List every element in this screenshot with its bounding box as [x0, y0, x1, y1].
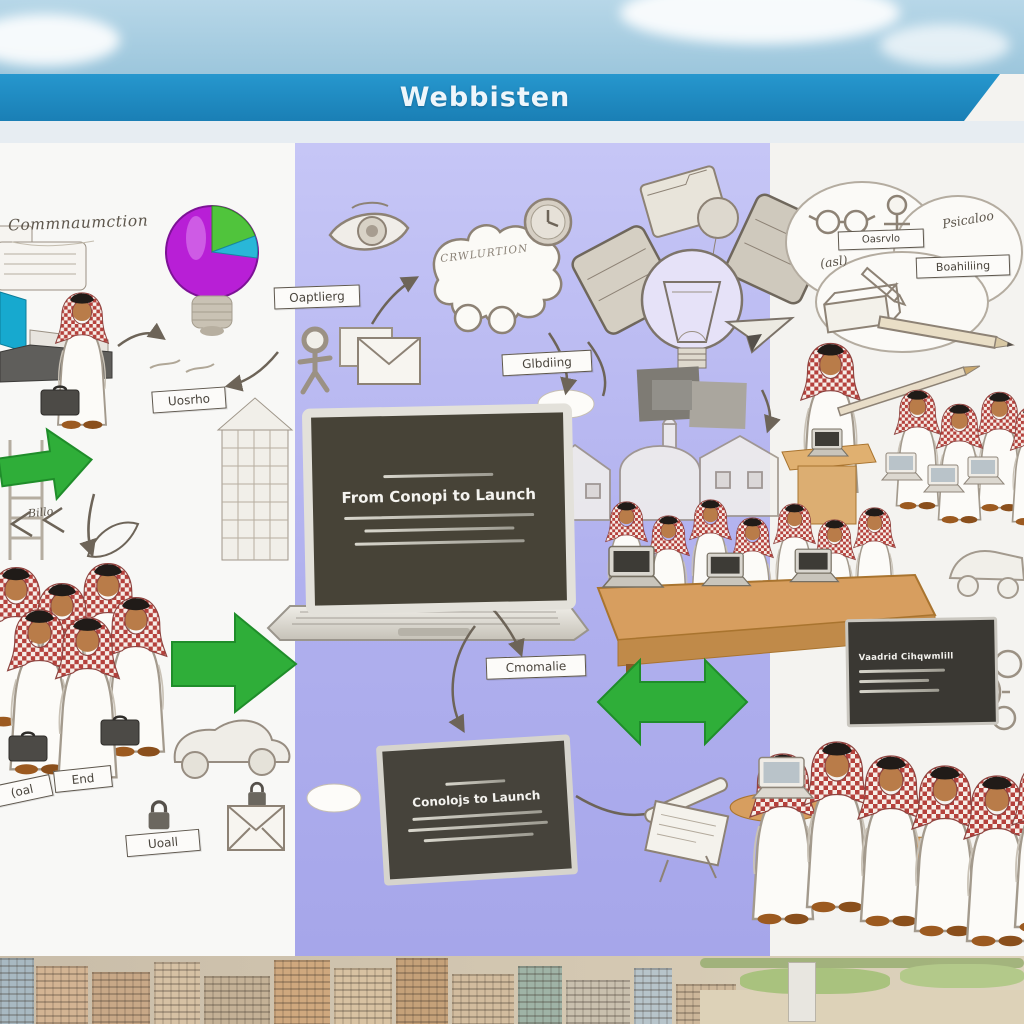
city-building	[92, 972, 150, 1024]
city-building	[566, 980, 630, 1024]
label-oaptlierg: Oaptlierg	[273, 284, 361, 310]
label-oasrvlo: Oasrvlo	[837, 228, 925, 251]
city-building	[518, 966, 562, 1024]
screen-line	[445, 779, 506, 786]
screen-line	[859, 678, 930, 684]
city-skyline-photo	[0, 956, 1024, 1024]
screen-line	[858, 668, 945, 674]
city-building	[634, 968, 672, 1024]
tree-line	[700, 958, 1024, 968]
screen-line	[423, 832, 534, 843]
screen-line	[383, 472, 494, 479]
panel-title: Vaadrid Cihqwmlill	[858, 651, 954, 664]
city-building	[154, 962, 200, 1024]
label-glbdiing: Glbdiing	[501, 349, 593, 377]
city-building	[0, 958, 34, 1024]
label-billo: Billo	[27, 504, 54, 521]
banner-title: Webbisten	[399, 82, 571, 113]
title-banner: Webbisten	[0, 74, 1000, 121]
sand-ground	[700, 990, 1024, 1024]
city-building	[334, 968, 392, 1024]
label-boahiliing: Boahiliing	[915, 254, 1011, 279]
city-building	[396, 958, 448, 1024]
screen-line	[859, 688, 940, 694]
screen-line	[364, 526, 515, 533]
presentation-board: Conolojs to Launch	[375, 734, 579, 886]
cloud-icon	[620, 0, 900, 44]
laptop-screen: From Conopi to Launch	[301, 403, 577, 615]
white-tower	[788, 962, 816, 1022]
city-building	[204, 976, 270, 1024]
city-building	[36, 966, 88, 1024]
banner-underline-strip	[0, 121, 1024, 143]
laptop-screen-title: From Conopi to Launch	[341, 484, 537, 508]
cloud-icon	[0, 14, 120, 66]
label-cmomalie: Cmomalie	[485, 654, 587, 680]
sky-background	[0, 0, 1024, 74]
dark-info-panel: Vaadrid Cihqwmlill	[845, 616, 999, 728]
screen-line	[344, 513, 535, 520]
screen-line	[408, 820, 548, 833]
board-title: Conolojs to Launch	[411, 788, 541, 810]
park-lawn	[900, 964, 1024, 988]
city-building	[274, 960, 330, 1024]
city-building	[452, 974, 514, 1024]
screen-line	[354, 539, 525, 546]
screen-line	[412, 810, 543, 821]
cloud-icon	[880, 24, 1010, 66]
